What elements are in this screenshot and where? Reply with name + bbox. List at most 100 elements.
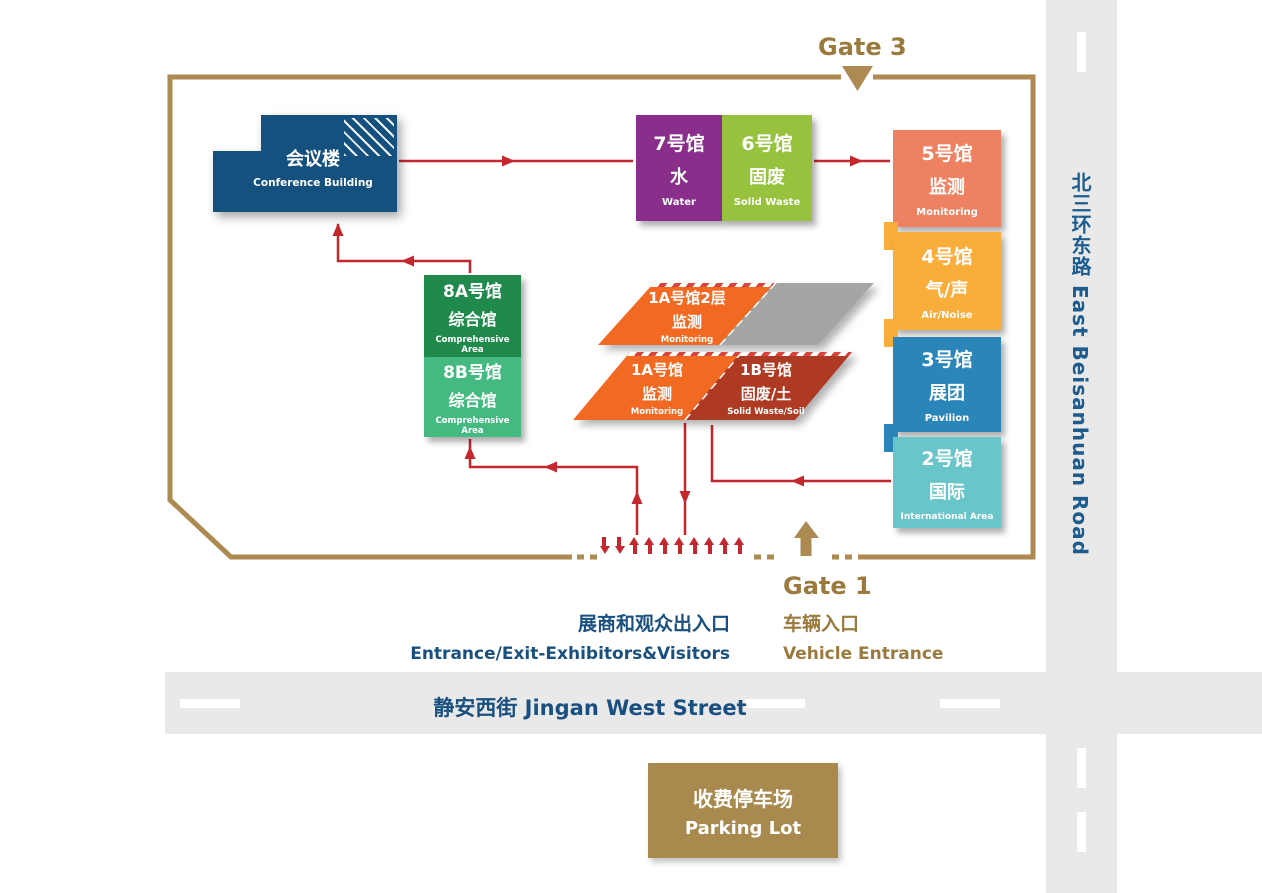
pedestrian-entrance-en: Entrance/Exit-Exhibitors&Visitors [410, 644, 730, 664]
pedestrian-entrance-label: 展商和观众出入口 Entrance/Exit-Exhibitors&Visito… [398, 609, 730, 664]
hall-3: 3号馆 展团 Pavilion [893, 337, 1001, 432]
hall-5-number: 5号馆 [921, 143, 973, 165]
entrance-up-arrow-icon [689, 537, 700, 554]
hall-2: 2号馆 国际 International Area [893, 437, 1001, 528]
hall-8a-theme-zh: 综合馆 [448, 310, 497, 329]
entrance-up-arrow-icon [734, 537, 745, 554]
hall-8b-number: 8B号馆 [443, 363, 502, 383]
hall-7-theme-en: Water [662, 196, 696, 208]
gate3-arrow-icon [842, 66, 873, 91]
entrance-down-arrow-icon [614, 537, 625, 554]
route-arrowhead-down [679, 491, 691, 504]
hall-4-theme-zh: 气/声 [925, 279, 969, 301]
dashed-edge-icon [739, 352, 853, 356]
east-road-label: 北三环东路 East Beisanhuan Road [1068, 172, 1092, 556]
hall-1a-level2-labels: 1A号馆2层 监测 Monitoring [622, 287, 752, 345]
parking-label-zh: 收费停车场 [693, 786, 793, 811]
east-road [1046, 0, 1117, 893]
road-lane-marking [180, 699, 240, 708]
route-arrowhead-up [464, 446, 476, 459]
hall-6-theme-zh: 固废 [749, 166, 785, 188]
conference-annex [213, 151, 261, 212]
gate3-label: Gate 3 [818, 33, 907, 61]
hall-6: 6号馆 固废 Solid Waste [722, 115, 812, 221]
parking-label-en: Parking Lot [684, 817, 802, 839]
entrance-up-arrow-icon [704, 537, 715, 554]
hall-4: 4号馆 气/声 Air/Noise [893, 232, 1001, 330]
entrance-down-arrow-icon [599, 537, 610, 554]
hall-1a-theme-en: Monitoring [630, 407, 684, 417]
hall-1a-theme-zh: 监测 [641, 385, 672, 403]
building-conference: 会议楼 Conference Building [213, 115, 397, 212]
road-lane-marking [1077, 32, 1086, 72]
hall-1a-number: 1A号馆 [630, 361, 684, 379]
hall-5: 5号馆 监测 Monitoring [893, 130, 1001, 227]
conference-label-zh: 会议楼 [286, 149, 340, 170]
entrance-up-arrow-icon [719, 537, 730, 554]
hall-1a2-number: 1A号馆2层 [648, 289, 726, 307]
hall-3-theme-zh: 展团 [929, 383, 965, 404]
hall-1a2-theme-zh: 监测 [671, 313, 702, 331]
hall-1b-labels: 1B号馆 固废/土 Solid Waste/Soil [701, 359, 831, 417]
hall-7: 7号馆 水 Water [636, 115, 722, 221]
hall-7-number: 7号馆 [653, 132, 705, 155]
road-lane-marking [1077, 812, 1086, 852]
hall-1a-labels: 1A号馆 监测 Monitoring [592, 359, 722, 417]
route-arrowhead-right [850, 155, 863, 167]
hall-1a2-theme-en: Monitoring [660, 335, 714, 345]
hall-2-theme-zh: 国际 [929, 481, 965, 503]
south-road-label: 静安西街 Jingan West Street [433, 696, 747, 720]
hall-5-theme-en: Monitoring [916, 207, 978, 218]
hall-8a: 8A号馆 综合馆 Comprehensive Area [424, 275, 521, 357]
parking-lot: 收费停车场 Parking Lot [648, 763, 838, 858]
hall-5-theme-zh: 监测 [929, 177, 965, 198]
conference-labels: 会议楼 Conference Building [241, 145, 385, 189]
road-lane-marking [1077, 748, 1086, 788]
south-road [165, 672, 1262, 734]
hall-3-theme-en: Pavilion [924, 413, 970, 424]
route-line [468, 439, 639, 535]
hall-1b-theme-zh: 固废/土 [740, 385, 792, 403]
entrance-arrows [599, 537, 751, 555]
road-lane-marking [745, 699, 805, 708]
hall-8a-theme-en: Comprehensive Area [435, 335, 510, 355]
vehicle-entrance-en: Vehicle Entrance [783, 644, 944, 664]
route-arrowhead-left [791, 475, 804, 487]
hatch-pattern-icon [344, 118, 394, 156]
hall-8b: 8B号馆 综合馆 Comprehensive Area [424, 357, 521, 437]
hall-8b-theme-en: Comprehensive Area [435, 416, 510, 436]
pedestrian-entrance-zh: 展商和观众出入口 [577, 613, 730, 635]
hall-2-number: 2号馆 [921, 447, 973, 470]
route-arrowhead-up [332, 223, 344, 236]
route-arrowhead-up [631, 491, 643, 504]
road-lane-marking [940, 699, 1000, 708]
route-line [336, 224, 472, 273]
entrance-up-arrow-icon [629, 537, 640, 554]
vehicle-entrance-label: 车辆入口 Vehicle Entrance [783, 609, 1043, 664]
route-arrowhead-left [401, 255, 414, 267]
hall-1b-theme-en: Solid Waste/Soil [727, 407, 805, 417]
gate1-label: Gate 1 [783, 572, 872, 600]
route-arrowhead-left [544, 461, 557, 473]
conference-label-en: Conference Building [253, 177, 373, 189]
hall-8a-number: 8A号馆 [443, 282, 502, 302]
entrance-up-arrow-icon [644, 537, 655, 554]
hall-4-number: 4号馆 [921, 245, 973, 268]
hall-4-theme-en: Air/Noise [921, 309, 973, 321]
hall-1b-number: 1B号馆 [740, 361, 792, 379]
route-arrowhead-right [502, 155, 515, 167]
entrance-up-arrow-icon [674, 537, 685, 554]
hall-7-theme-zh: 水 [670, 166, 688, 188]
hall-6-theme-en: Solid Waste [733, 196, 801, 208]
hall-6-number: 6号馆 [741, 132, 793, 155]
hall-2-theme-en: International Area [900, 511, 994, 522]
hall-8b-theme-zh: 综合馆 [448, 391, 497, 410]
hall-3-number: 3号馆 [921, 349, 973, 371]
vehicle-entrance-zh: 车辆入口 [783, 613, 860, 635]
vehicle-entrance-arrow-icon [794, 521, 819, 556]
route-line [710, 425, 891, 483]
hall-1a-level2: 1A号馆2层 监测 Monitoring [598, 283, 874, 345]
dashed-edge-icon [626, 352, 742, 356]
entrance-up-arrow-icon [659, 537, 670, 554]
